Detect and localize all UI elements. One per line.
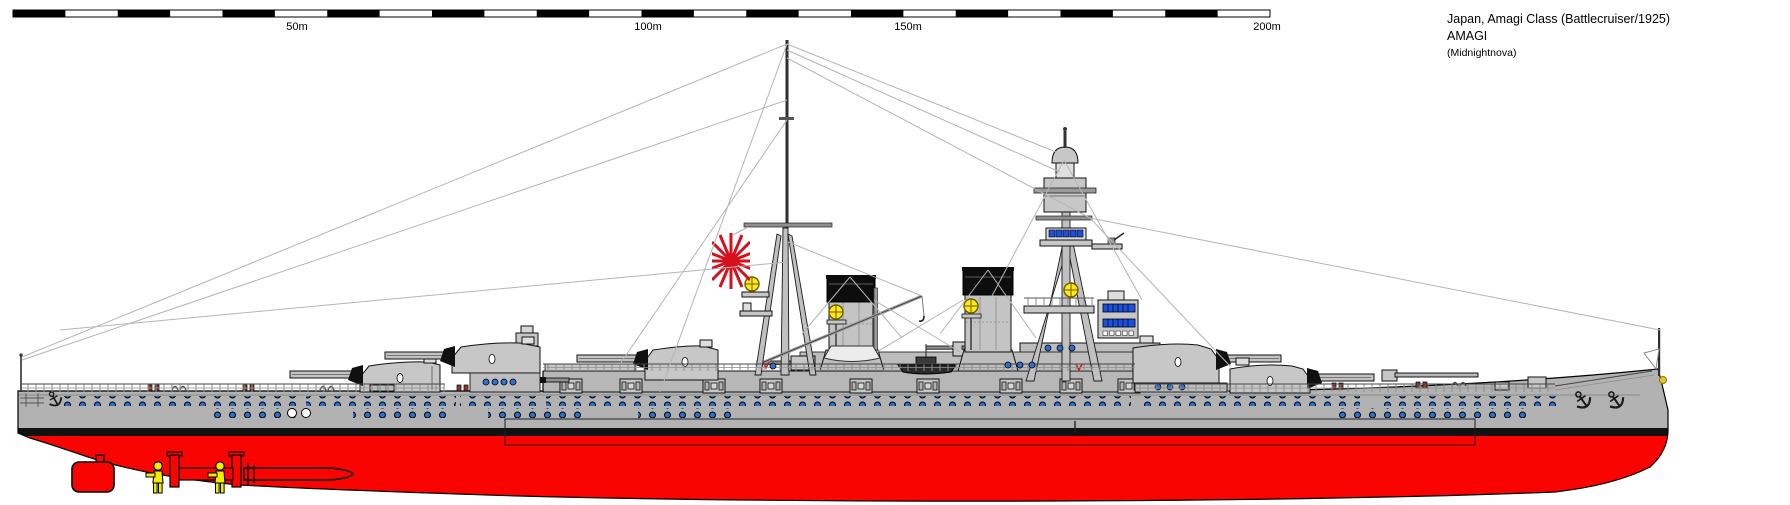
- rising-sun-disc: [724, 254, 738, 268]
- scale-tick-150m: 150m: [894, 21, 922, 33]
- title-line-credit: (Midnightnova): [1447, 47, 1516, 59]
- turret-4: [384, 336, 541, 393]
- upper-platform: [1039, 239, 1093, 247]
- mast-leg-fore: [754, 233, 782, 376]
- quarterdeck-railing: [22, 383, 445, 392]
- topmast: [785, 40, 789, 230]
- top-dome: [1051, 146, 1079, 164]
- funnel-forward: [957, 267, 1019, 372]
- bridge-windows-upper: [1102, 303, 1136, 313]
- casemate-box: [849, 378, 873, 394]
- torpedo: [243, 463, 354, 485]
- pagoda-foremast: [1023, 127, 1139, 382]
- torpedo-bulge-outline: [504, 418, 1476, 446]
- mast-leg-aft: [787, 233, 817, 376]
- bollard-fitting: [455, 384, 470, 392]
- equipment-box: [742, 302, 752, 312]
- casemate-box: [619, 378, 643, 394]
- topmast-pole: [1063, 131, 1067, 148]
- forecastle-railing: [1135, 370, 1655, 392]
- title-block: Japan, Amagi Class (Battlecruiser/1925) …: [1447, 12, 1670, 59]
- empty-porthole: [301, 408, 311, 418]
- scale-bar: 50m 100m 150m 200m: [12, 9, 1281, 33]
- searchlight-platform: [1023, 305, 1095, 314]
- funnel-aft: [819, 275, 885, 372]
- searchlight-icon: [828, 304, 844, 320]
- scale-bar-segments: [12, 9, 1271, 18]
- portholes: [58, 361, 1562, 418]
- jackstaff: [1658, 328, 1661, 376]
- bridge-tower: [1097, 290, 1139, 339]
- scale-tick-100m: 100m: [634, 21, 662, 33]
- spotting-top: [1043, 177, 1087, 213]
- scale-reference-legend: [145, 451, 354, 494]
- mast-leg-center: [780, 227, 790, 376]
- casemate-box: [759, 378, 783, 394]
- chrysanthemum-crest: [1659, 376, 1667, 384]
- torpedo-tube-pipes: [166, 451, 245, 488]
- casemate-box: [999, 378, 1023, 394]
- scale-tick-50m: 50m: [286, 21, 307, 33]
- platform-railing: [1024, 298, 1094, 306]
- casemate-gun-aft: [540, 377, 570, 383]
- bridge-windows-lower: [1102, 318, 1136, 328]
- crosstree: [779, 117, 794, 120]
- mainmast: [739, 40, 925, 376]
- rudder: [71, 454, 115, 493]
- searchlight-icon: [1063, 282, 1079, 298]
- superstructure-railing: [543, 363, 1135, 371]
- casemate-gun-bow: [1381, 369, 1479, 382]
- rigging-wires: [21, 43, 1661, 393]
- aa-platform: [1091, 243, 1123, 250]
- lower-platform: [739, 310, 773, 317]
- funnel-cap: [826, 277, 876, 303]
- searchlight-icon: [963, 298, 979, 314]
- funnel-cap: [962, 269, 1014, 296]
- title-line-class: Japan, Amagi Class (Battlecruiser/1925): [1447, 12, 1670, 26]
- searchlight-platform: [741, 291, 770, 298]
- rangefinder-arm: [1033, 187, 1097, 194]
- bridge-cap: [1107, 290, 1125, 301]
- crane-hook: [918, 315, 925, 322]
- deck-railings: [22, 363, 1655, 392]
- casemate-box: [916, 378, 940, 394]
- boat-derrick: [763, 241, 925, 364]
- funnel-searchlight-platform: [961, 298, 982, 350]
- boot-topping: [18, 428, 1668, 436]
- steam-pipe: [873, 287, 878, 351]
- mainmast-yard: [743, 222, 833, 228]
- stern-gallery: [20, 393, 44, 407]
- funnel-apron-boat: [823, 345, 881, 362]
- title-line-name: AMAGI: [1447, 29, 1487, 43]
- casemate-box: [702, 378, 726, 394]
- empty-porthole: [287, 408, 297, 418]
- scale-tick-200m: 200m: [1253, 21, 1281, 33]
- bow-pennant: [1643, 348, 1660, 371]
- foremast-yard: [1035, 215, 1093, 221]
